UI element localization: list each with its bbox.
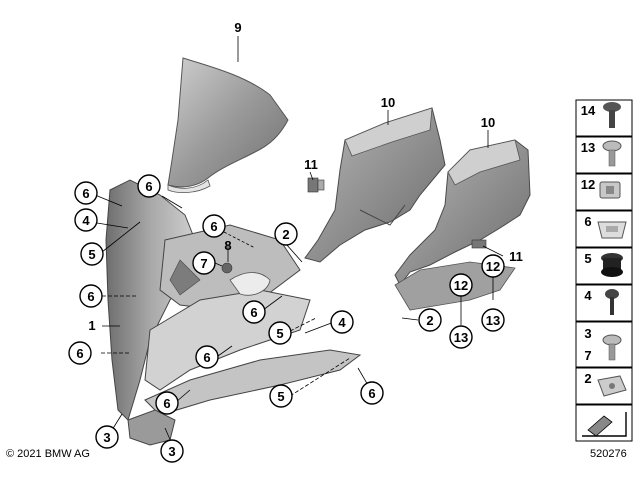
- callout-6-top-center[interactable]: 6: [137, 174, 161, 198]
- svg-text:2: 2: [426, 313, 433, 328]
- svg-text:6: 6: [203, 350, 210, 365]
- callout-6-center[interactable]: 6: [242, 300, 266, 324]
- svg-text:10: 10: [381, 95, 395, 110]
- clip-nut-icon: [599, 181, 621, 199]
- svg-text:12: 12: [581, 177, 595, 192]
- inner-duct-left: [304, 107, 446, 263]
- callout-10-right[interactable]: 10: [481, 115, 495, 130]
- svg-text:6: 6: [250, 305, 257, 320]
- legend-item-hint[interactable]: [575, 404, 633, 442]
- expanding-rivet-icon: [603, 102, 621, 128]
- speed-nut-icon: [597, 375, 627, 397]
- svg-text:2: 2: [584, 371, 591, 386]
- callout-11-left[interactable]: 11: [304, 157, 318, 172]
- callout-13-right[interactable]: 13: [481, 308, 505, 332]
- nut-8-7: [221, 262, 233, 274]
- callout-12-right[interactable]: 12: [481, 254, 505, 278]
- callout-1[interactable]: 1: [88, 318, 95, 333]
- callout-13-left[interactable]: 13: [449, 325, 473, 349]
- svg-text:6: 6: [368, 386, 375, 401]
- callout-6-top-left[interactable]: 6: [74, 181, 98, 205]
- legend-item-6[interactable]: 6: [575, 210, 633, 248]
- callout-6-mid[interactable]: 6: [202, 214, 226, 238]
- callout-11-right[interactable]: 11: [509, 249, 523, 264]
- spring-clip-icon: [597, 221, 627, 239]
- svg-text:1: 1: [88, 318, 95, 333]
- svg-text:6: 6: [87, 289, 94, 304]
- flat-screw-icon: [602, 334, 622, 361]
- svg-text:6: 6: [76, 346, 83, 361]
- svg-text:13: 13: [486, 313, 500, 328]
- rivet-pin-icon: [605, 289, 619, 315]
- svg-text:9: 9: [234, 20, 241, 35]
- arrow-hint-icon: [582, 412, 627, 437]
- svg-text:10: 10: [481, 115, 495, 130]
- callout-3-bottom[interactable]: 3: [160, 439, 184, 463]
- svg-text:5: 5: [88, 247, 95, 262]
- svg-text:4: 4: [338, 315, 346, 330]
- callout-5-center[interactable]: 5: [268, 321, 292, 345]
- svg-text:3: 3: [168, 444, 175, 459]
- legend-item-2[interactable]: 2: [575, 367, 633, 405]
- windshield-part: [167, 57, 289, 194]
- callout-2-right[interactable]: 2: [418, 308, 442, 332]
- svg-text:5: 5: [584, 251, 591, 266]
- diagram-number: 520276: [590, 448, 627, 460]
- legend-item-5[interactable]: 5: [575, 247, 633, 285]
- fastener-11-right: [471, 239, 487, 249]
- svg-text:4: 4: [82, 213, 90, 228]
- svg-text:14: 14: [581, 103, 596, 118]
- callout-12-left[interactable]: 12: [449, 273, 473, 297]
- callout-9[interactable]: 9: [234, 20, 241, 35]
- svg-text:6: 6: [163, 396, 170, 411]
- torx-screw-icon: [602, 140, 622, 167]
- callout-6-left-mid[interactable]: 6: [79, 284, 103, 308]
- svg-text:12: 12: [486, 259, 500, 274]
- fastener-11-left: [307, 177, 325, 193]
- svg-text:11: 11: [304, 157, 318, 172]
- svg-text:13: 13: [454, 330, 468, 345]
- callout-5-left[interactable]: 5: [80, 242, 104, 266]
- svg-text:7: 7: [584, 348, 591, 363]
- callout-6-bottom[interactable]: 6: [155, 391, 179, 415]
- svg-text:3: 3: [103, 430, 110, 445]
- legend-item-13[interactable]: 13: [575, 136, 633, 174]
- callout-4-center[interactable]: 4: [330, 310, 354, 334]
- svg-text:6: 6: [584, 214, 591, 229]
- callout-5-bottom[interactable]: 5: [269, 384, 293, 408]
- callout-6-left-low[interactable]: 6: [68, 341, 92, 365]
- legend-item-3-7[interactable]: 3 7: [575, 321, 633, 368]
- callout-7[interactable]: 7: [192, 251, 216, 275]
- svg-text:8: 8: [224, 238, 231, 253]
- callout-8[interactable]: 8: [224, 238, 231, 253]
- callout-3-left[interactable]: 3: [95, 425, 119, 449]
- rubber-grommet-icon: [601, 253, 623, 277]
- svg-text:7: 7: [200, 256, 207, 271]
- callout-6-lower[interactable]: 6: [195, 345, 219, 369]
- callout-2-left[interactable]: 2: [274, 222, 298, 246]
- legend-item-12[interactable]: 12: [575, 173, 633, 211]
- svg-text:5: 5: [276, 326, 283, 341]
- svg-text:6: 6: [210, 219, 217, 234]
- parts-legend: 14 13 12 6 5: [575, 99, 633, 442]
- callout-6-bottom-right[interactable]: 6: [360, 381, 384, 405]
- side-panel: [105, 179, 362, 446]
- legend-item-14[interactable]: 14: [575, 99, 633, 137]
- svg-text:4: 4: [584, 288, 592, 303]
- legend-item-4[interactable]: 4: [575, 284, 633, 322]
- svg-text:13: 13: [581, 140, 595, 155]
- svg-text:11: 11: [509, 249, 523, 264]
- svg-text:6: 6: [145, 179, 152, 194]
- copyright-text: © 2021 BMW AG: [6, 448, 90, 460]
- svg-text:3: 3: [584, 326, 591, 341]
- svg-text:2: 2: [282, 227, 289, 242]
- svg-text:6: 6: [82, 186, 89, 201]
- svg-text:12: 12: [454, 278, 468, 293]
- callout-10-left[interactable]: 10: [381, 95, 395, 110]
- callout-4-left[interactable]: 4: [74, 208, 98, 232]
- leader-lines: [94, 36, 504, 445]
- svg-text:5: 5: [277, 389, 284, 404]
